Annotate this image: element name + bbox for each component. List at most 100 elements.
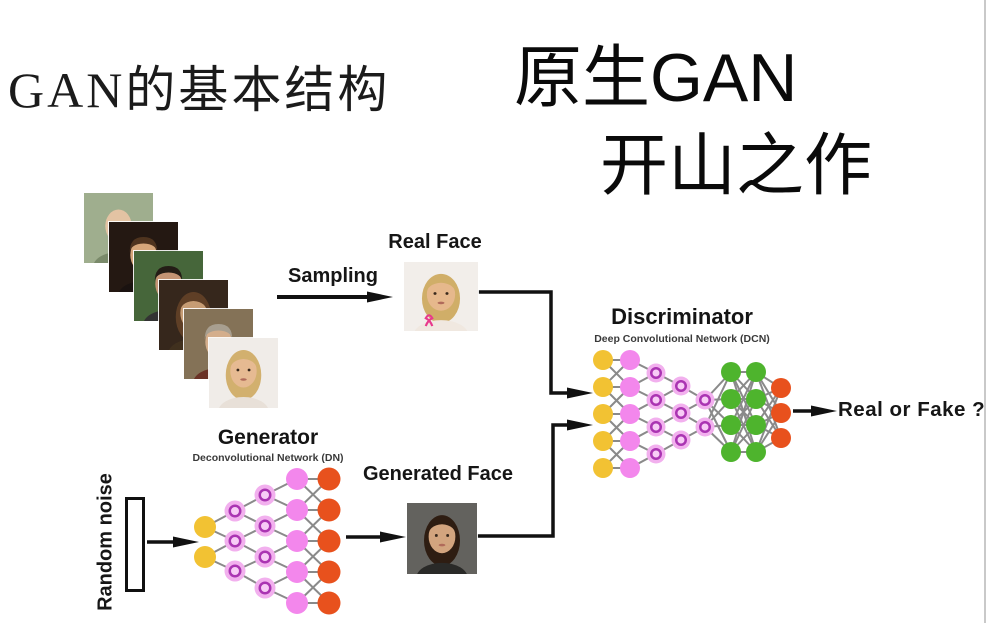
random-noise-label: Random noise (94, 473, 117, 611)
face-avatar-brunette-woman-gray-bg (407, 503, 477, 574)
network-edge (629, 413, 657, 428)
network-node-ring (254, 546, 276, 568)
network-node-ring (646, 390, 666, 410)
network-edge (704, 371, 732, 401)
network-node-ring (671, 403, 691, 423)
network-edge (704, 399, 732, 453)
network-node-ring (224, 560, 246, 582)
network-edge (296, 478, 330, 511)
discriminator-network-edges (602, 359, 782, 469)
network-edge (704, 424, 732, 428)
network-node (593, 458, 613, 478)
network-edge (234, 540, 266, 558)
network-node (317, 591, 341, 615)
network-edge (629, 372, 657, 388)
network-edge (234, 525, 266, 542)
network-edge (264, 478, 298, 496)
network-edge (264, 509, 298, 527)
annotation-line-2: 开山之作 (600, 128, 873, 204)
sampling-arrow (277, 291, 393, 303)
real-face-elbow-arrow (478, 290, 593, 399)
network-node (286, 530, 308, 552)
network-node-ring-core (675, 434, 687, 446)
network-edge (704, 371, 732, 428)
network-node (620, 350, 640, 370)
network-edge (629, 426, 657, 442)
network-node (746, 442, 766, 462)
network-edge (296, 509, 330, 542)
noise-arrow (147, 536, 199, 548)
discriminator-network-layer-0 (593, 350, 613, 478)
network-edge (602, 359, 631, 388)
network-node-ring-core (228, 504, 242, 518)
network-node-ring-core (675, 380, 687, 392)
network-edge (730, 371, 757, 453)
generator-network-layer-2 (254, 484, 276, 599)
network-edge (755, 371, 782, 414)
network-edge (602, 386, 631, 415)
arrowhead (567, 387, 593, 399)
stack-face-6-blonde-woman (208, 337, 279, 409)
network-edge (755, 412, 782, 453)
network-node (771, 378, 791, 398)
discriminator-network-layer-4 (695, 390, 715, 437)
network-edge (602, 440, 631, 469)
generator-title: Generator (217, 426, 319, 449)
network-node (721, 389, 741, 409)
network-edge (204, 556, 236, 572)
network-edge (755, 387, 782, 453)
handwritten-annotation: 原生GAN 开山之作 (514, 34, 872, 210)
network-edge (755, 371, 782, 439)
network-node-ring-core (650, 448, 662, 460)
network-edge (680, 399, 706, 414)
sampling-label: Sampling (287, 265, 378, 287)
network-node (620, 458, 640, 478)
right-edge-divider (984, 0, 986, 623)
network-node (286, 592, 308, 614)
face-avatar-blonde-woman-pink-ribbon (404, 262, 478, 331)
network-node-ring (224, 530, 246, 552)
network-node (317, 529, 341, 553)
network-node (286, 561, 308, 583)
page-title: GAN的基本结构 (8, 62, 391, 118)
discriminator-title: Discriminator (611, 304, 753, 329)
network-node-ring-core (650, 421, 662, 433)
network-node (593, 350, 613, 370)
network-edge (704, 426, 732, 453)
arrowhead (811, 405, 837, 417)
network-node (317, 467, 341, 491)
network-edge (755, 398, 782, 414)
network-edge (296, 571, 330, 604)
network-node (286, 499, 308, 521)
network-node-ring-core (699, 394, 711, 406)
network-edge (264, 587, 298, 604)
network-node-ring (646, 363, 666, 383)
network-edge (730, 424, 757, 453)
network-edge (680, 412, 706, 428)
discriminator-network-layer-2 (646, 363, 666, 464)
network-node (194, 516, 216, 538)
discriminator-network (593, 350, 791, 478)
network-node-ring (646, 417, 666, 437)
arrowhead (367, 291, 393, 303)
real-face-label: Real Face (388, 231, 482, 253)
network-node (721, 442, 741, 462)
network-node (620, 431, 640, 451)
network-edge (655, 426, 682, 441)
generated-face-image (406, 502, 478, 575)
network-edge (204, 510, 236, 528)
network-node-ring (254, 577, 276, 599)
network-node (593, 377, 613, 397)
network-edge (234, 556, 266, 572)
network-edge (264, 494, 298, 511)
network-node (317, 498, 341, 522)
network-edge (755, 424, 782, 439)
network-edge (704, 399, 732, 426)
network-node-ring-core (699, 421, 711, 433)
network-node-ring-core (258, 550, 272, 564)
network-node (620, 377, 640, 397)
discriminator-network-layer-7 (771, 378, 791, 448)
network-edge (234, 494, 266, 512)
network-edge (602, 413, 631, 442)
arrowhead (380, 531, 406, 543)
